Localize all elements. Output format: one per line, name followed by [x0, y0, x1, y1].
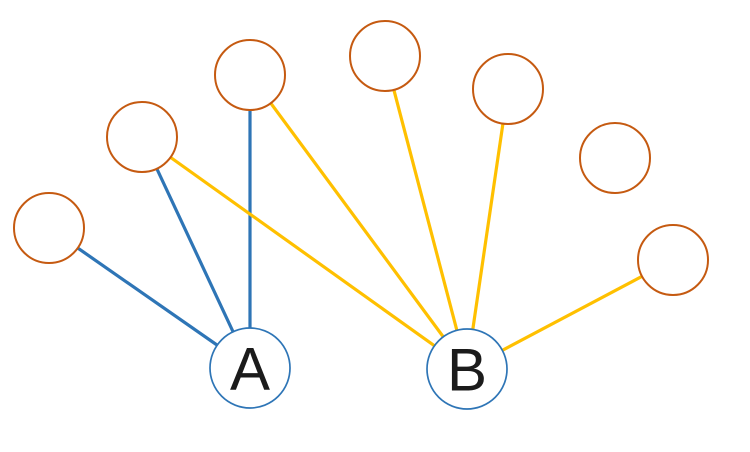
node-n2[interactable]	[106, 101, 178, 173]
node-n5[interactable]	[472, 53, 544, 125]
node-n6[interactable]	[579, 122, 651, 194]
edge-a-n2	[140, 136, 252, 369]
node-n1[interactable]	[13, 192, 85, 264]
node-n4[interactable]	[349, 20, 421, 92]
edge-b-n4	[383, 55, 469, 370]
node-n7[interactable]	[637, 224, 709, 296]
edge-b-n3	[248, 74, 469, 370]
edge-b-n2	[141, 135, 468, 371]
node-b[interactable]	[426, 328, 508, 410]
node-n3[interactable]	[214, 39, 286, 111]
edge-b-n5	[465, 88, 510, 370]
node-a[interactable]	[209, 327, 291, 409]
